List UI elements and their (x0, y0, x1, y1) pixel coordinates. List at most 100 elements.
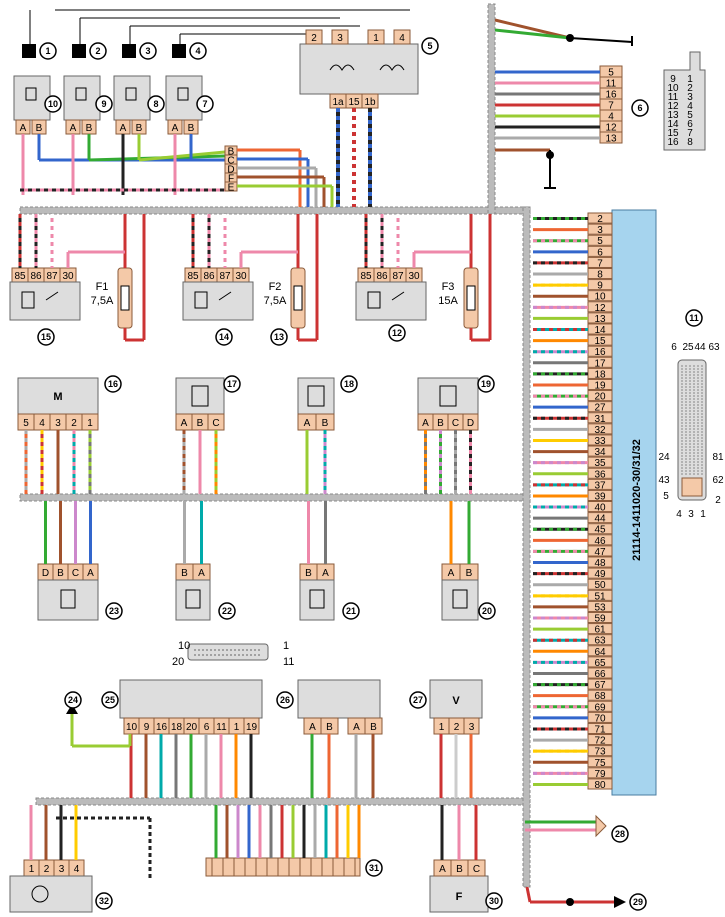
fuse-rating: 15A (438, 295, 458, 307)
comp5-bottom-pin-1b-label: 1b (364, 97, 376, 108)
ecu-pin-39-label: 39 (594, 491, 606, 502)
ecu-conn-pin-5: 5 (663, 491, 669, 502)
lamp-terminal (122, 44, 136, 58)
comp26-pin-B-label: B (370, 722, 377, 733)
ecu-pin-6-label: 6 (597, 247, 603, 258)
sensor1-0-pin-4-label: 4 (39, 418, 45, 429)
ecu-pin-79-label: 79 (594, 769, 606, 780)
diag-pin-left-12: 12 (667, 101, 679, 112)
callout-13 (270, 328, 288, 346)
ecu-pin-53-label: 53 (594, 602, 606, 613)
sensor1-3-pin-D-label: D (467, 418, 474, 429)
ecu-conn-pin-25: 25 (682, 342, 694, 353)
callout-20 (478, 602, 496, 620)
diag-pin-left-16: 16 (667, 137, 679, 148)
comp32-pin-2-label: 2 (44, 864, 50, 875)
callout-4-label: 4 (195, 46, 200, 56)
harness-pin-D-label: D (227, 165, 234, 176)
callout-10-label: 10 (48, 99, 58, 109)
sensor-body (297, 377, 335, 415)
callout-20-label: 20 (482, 606, 492, 616)
callout-21 (342, 602, 360, 620)
comp25-pin-1-label: 1 (234, 722, 240, 733)
ecu-conn-pin-62: 62 (712, 475, 724, 486)
callout-22 (218, 602, 236, 620)
module-pin-b-label: B (188, 123, 195, 134)
callout-18 (340, 375, 358, 393)
relay0-pin-85-label: 85 (14, 271, 26, 282)
ecu-pin-20-label: 20 (594, 392, 606, 403)
conn6-pin-5-label: 5 (608, 68, 614, 79)
relay-body (182, 281, 254, 321)
diag-pin-left-11: 11 (668, 92, 679, 103)
plug-br: 11 (283, 656, 294, 668)
comp30-pin-B-label: B (456, 864, 463, 875)
ecu-pin-9-label: 9 (597, 281, 603, 292)
callout-19-label: 19 (481, 379, 491, 389)
comp25-pin-10-label: 10 (126, 722, 138, 733)
callout-5-label: 5 (427, 41, 432, 51)
relay-body (9, 281, 81, 321)
module-pin-a-label: A (172, 123, 179, 134)
diag-pin-right-3: 3 (687, 92, 693, 103)
comp25-pin-16-label: 16 (156, 722, 168, 733)
comp25-pin-6-label: 6 (204, 722, 210, 733)
ecu-pin-15-label: 15 (594, 336, 606, 347)
comp30-pin-C-label: C (473, 864, 480, 875)
ecu-conn-pin-63: 63 (708, 342, 720, 353)
diag-pin-right-8: 8 (687, 137, 693, 148)
callout-9 (95, 95, 113, 113)
relay2-pin-86-label: 86 (376, 271, 388, 282)
ecu-pin-70-label: 70 (594, 713, 606, 724)
callout-11-label: 11 (689, 313, 699, 323)
ecu-pin-44-label: 44 (594, 514, 606, 525)
callout-7-label: 7 (202, 99, 207, 109)
sensor2-0-pin-B-label: B (57, 568, 64, 579)
diag-pin-right-1: 1 (687, 74, 693, 85)
ecu-pin-2-label: 2 (597, 214, 603, 225)
relay0-pin-87-label: 87 (46, 271, 58, 282)
fuse-rating: 7,5A (91, 295, 114, 307)
module-pin-b-label: B (136, 123, 143, 134)
callout-8-label: 8 (153, 99, 158, 109)
ecu-conn-pin-4: 4 (676, 509, 682, 520)
callout-2 (89, 42, 107, 60)
comp32-pin-3-label: 3 (59, 864, 65, 875)
comp5-top-pin-4-label: 4 (399, 33, 405, 44)
callout-3-label: 3 (145, 46, 150, 56)
comp5-top-pin-2-label: 2 (311, 33, 317, 44)
callout-12-label: 12 (392, 328, 402, 338)
sensor1-3-pin-B-label: B (437, 418, 444, 429)
ecu-pin-8-label: 8 (597, 270, 603, 281)
ecu-pin-67-label: 67 (594, 680, 606, 691)
module-pin-a-label: A (120, 123, 127, 134)
comp25-pin-11-label: 11 (216, 722, 227, 733)
callout-30 (485, 892, 503, 910)
callout-31 (365, 859, 383, 877)
callout-12 (388, 324, 406, 342)
ecu-pin-66-label: 66 (594, 669, 606, 680)
callout-8 (147, 95, 165, 113)
fuse-label: F1 (96, 281, 109, 293)
sensor2-0-pin-A-label: A (87, 568, 94, 579)
ecu-pin-40-label: 40 (594, 503, 606, 514)
harness-pin-B-label: B (228, 147, 235, 158)
callout-11 (685, 309, 703, 327)
relay-module (63, 75, 101, 121)
sensor-body (17, 377, 99, 415)
callout-4 (189, 42, 207, 60)
sensor-body (441, 579, 479, 621)
callout-27-label: 27 (413, 695, 423, 705)
callout-15 (37, 328, 55, 346)
comp5-top-pin-3 (331, 29, 349, 45)
conn6-pin-12-label: 12 (605, 123, 617, 134)
diag-pin-left-14: 14 (667, 119, 679, 130)
ecu-pin-17-label: 17 (594, 358, 606, 369)
comp32-pin-1-label: 1 (29, 864, 35, 875)
callout-19 (477, 375, 495, 393)
diag-pin-left-13: 13 (667, 110, 679, 121)
